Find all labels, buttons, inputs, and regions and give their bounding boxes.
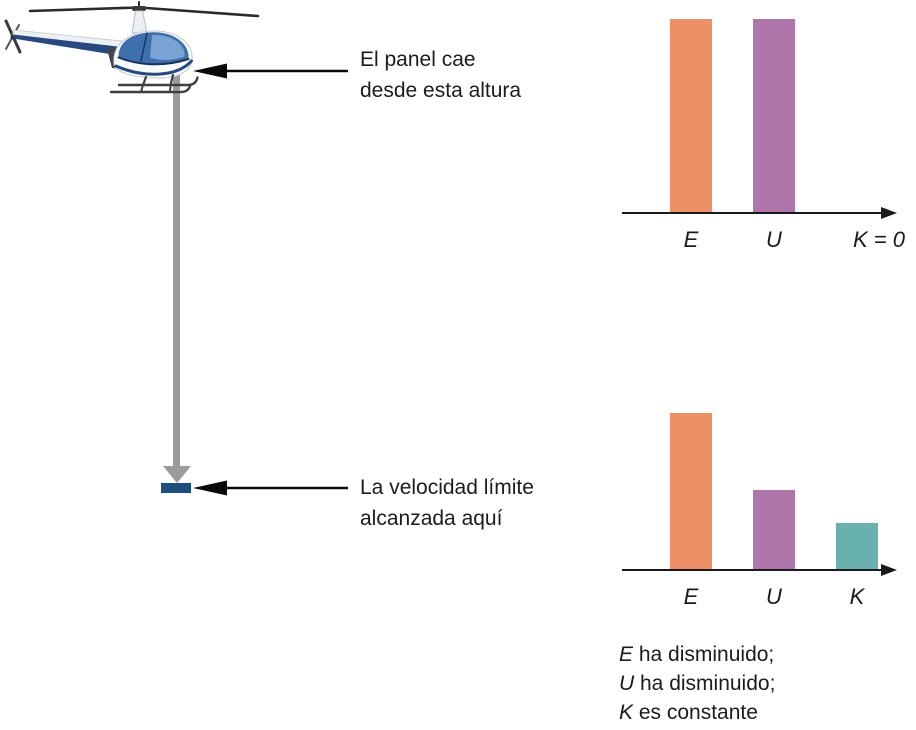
bottom-annotation: La velocidad límite alcanzada aquí [360,472,534,534]
note-symbol-E: E [619,643,634,666]
top-annotation-line2: desde esta altura [360,79,522,102]
bottom-annotation-line2: alcanzada aquí [360,507,503,530]
helicopter-illustration [4,1,260,94]
rotor-hub [132,6,146,11]
skid-strut-1 [141,75,148,87]
note-text-3: es constante [633,701,758,724]
bar-K [836,523,878,570]
top-annotation-line1: El panel cae [360,48,476,71]
note-line-3: K es constante [619,698,775,727]
chart-notes: E ha disminuido; U ha disminuido; K es c… [619,640,775,727]
panel-icon [161,483,191,493]
canopy-frame [117,56,190,66]
bar-U [753,490,795,570]
skid-strut-2 [169,73,175,85]
rotor-mast [131,10,148,34]
skid-strut-4 [169,82,172,92]
helicopter-group [4,1,260,94]
bottom-annotation-line1: La velocidad límite [360,476,534,499]
canopy-highlight [150,34,185,61]
note-text-1: ha disminuido; [633,643,775,666]
bar-E [670,413,712,570]
canopy-frame-strut [140,32,148,62]
note-text-2: ha disminuido; [634,672,776,695]
bar-chart-terminal: E U K [600,390,916,630]
bottom-pointer-shape [193,480,348,496]
fall-arrow-icon [163,68,191,483]
top-annotation: El panel cae desde esta altura [360,44,521,106]
x-axis-icon [622,207,897,219]
tick-label-U: U [766,227,782,252]
tail-boom-bottom [13,34,122,56]
bar-chart-initial: E U K = 0 [600,0,916,270]
top-pointer-shape [193,63,348,79]
tick-label-U: U [766,584,782,609]
note-symbol-K: K [619,701,634,724]
x-axis-shape [622,207,897,219]
bar-E [670,19,712,213]
bottom-pointer-arrow-icon [193,480,348,496]
tick-label-E: E [683,584,699,609]
tick-label-K: K [849,584,865,609]
fall-arrow-shape [163,68,191,483]
skid-rail-far [109,83,192,94]
skid-rail-near [117,76,199,87]
bar-U [753,19,795,213]
note-line-2: U ha disminuido; [619,669,775,698]
top-pointer-arrow-icon [193,63,348,79]
x-axis-shape [622,564,897,576]
note-symbol-U: U [619,672,635,695]
x-axis-icon [622,564,897,576]
tick-label-E: E [683,227,699,252]
tick-label-K: K = 0 [853,227,905,252]
fuselage-stripe [114,59,193,76]
note-line-1: E ha disminuido; [619,640,775,669]
